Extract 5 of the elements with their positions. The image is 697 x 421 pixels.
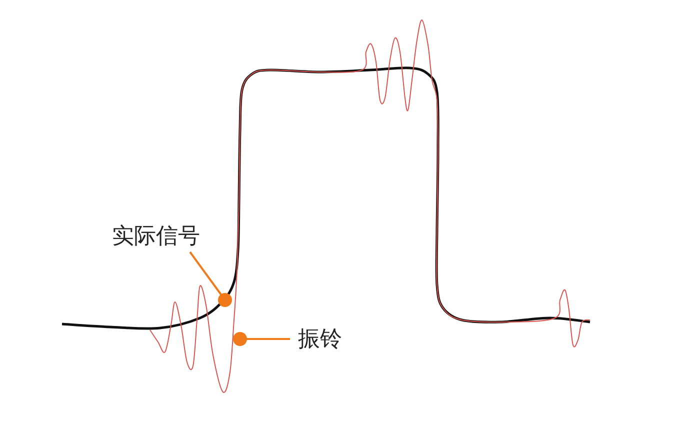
callout-label: 实际信号 (112, 226, 200, 248)
leader-line (189, 251, 232, 307)
callout-label: 振铃 (298, 329, 342, 351)
leader-line (233, 332, 290, 346)
actual-signal-curve (62, 66, 590, 330)
